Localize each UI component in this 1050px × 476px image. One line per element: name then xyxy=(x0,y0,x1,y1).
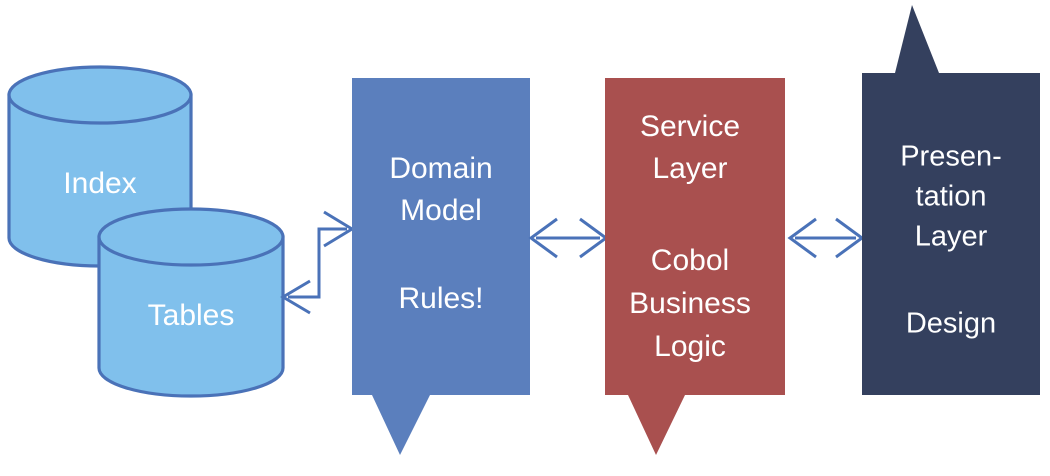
service-to-presentation-connector[interactable] xyxy=(787,217,865,259)
arrowhead-left-icon xyxy=(787,217,817,259)
tables-cylinder[interactable]: Tables xyxy=(97,207,285,398)
service-layer-label-line2: Layer xyxy=(652,152,727,185)
presentation-layer-label-line4: Design xyxy=(906,308,996,340)
storage-to-domain-connector[interactable] xyxy=(280,210,355,315)
domain-to-service-connector[interactable] xyxy=(528,217,609,259)
presentation-layer-shape xyxy=(862,5,1040,395)
domain-model-label-line3: Rules! xyxy=(398,282,483,315)
storage-to-domain-line xyxy=(288,227,347,299)
service-layer-label-line3: Cobol xyxy=(651,244,729,277)
presentation-layer-label-line2: tation xyxy=(916,181,987,213)
tables-cylinder-body xyxy=(97,235,285,398)
domain-model-box[interactable]: Domain Model Rules! xyxy=(352,78,530,455)
presentation-layer-label-line3: Layer xyxy=(915,221,988,253)
service-layer-label-line5: Logic xyxy=(654,330,726,363)
presentation-layer-label-line1: Presen- xyxy=(900,141,1002,173)
presentation-layer-box[interactable]: Presen- tation Layer Design xyxy=(862,5,1040,395)
service-layer-box[interactable]: Service Layer Cobol Business Logic xyxy=(605,78,785,455)
service-layer-shape xyxy=(605,78,785,455)
tables-cylinder-top xyxy=(97,207,285,267)
domain-model-label-line1: Domain xyxy=(389,152,492,185)
tables-cylinder-label: Tables xyxy=(148,299,235,332)
service-layer-label-line4: Business xyxy=(629,287,751,320)
arrowhead-left-icon xyxy=(280,279,311,315)
index-cylinder-label: Index xyxy=(63,167,136,200)
domain-model-label-line2: Model xyxy=(400,194,482,227)
domain-model-shape xyxy=(352,78,530,455)
service-layer-label-line1: Service xyxy=(640,110,740,143)
index-cylinder-top xyxy=(7,65,193,125)
arrowhead-left-icon xyxy=(528,217,558,259)
